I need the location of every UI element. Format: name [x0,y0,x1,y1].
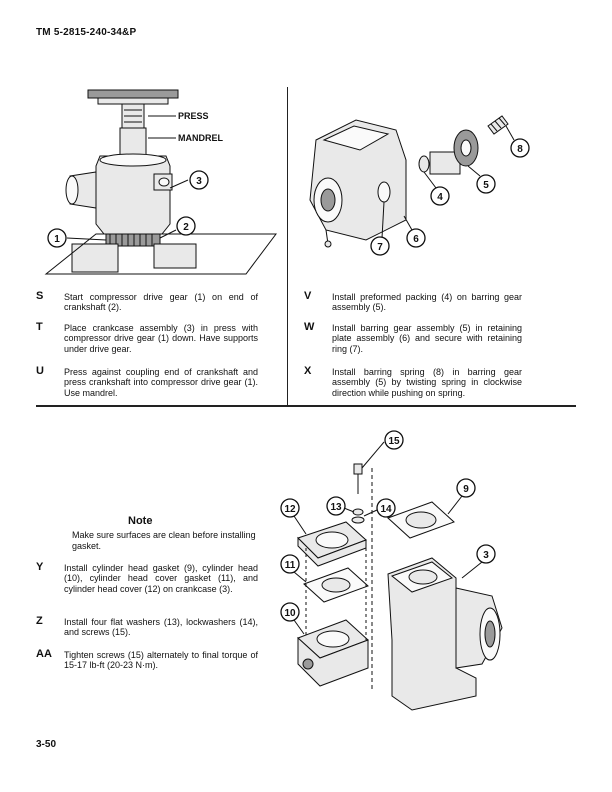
step-y: Y Install cylinder head gasket (9), cyli… [36,561,258,609]
svg-text:10: 10 [284,608,296,619]
support-block-right [153,243,197,269]
callout-5 [476,174,496,194]
step-text: Install barring gear assembly (5) in ret… [332,323,522,354]
svg-text:2: 2 [183,222,189,233]
note-text: Make sure surfaces are clean before inst… [72,530,256,551]
lockwasher [352,508,364,516]
callout-2 [176,216,196,236]
callout-13 [326,496,346,516]
svg-text:1: 1 [54,234,60,245]
step-s: S Start compressor drive gear (1) on end… [36,290,258,314]
step-letter: T [36,321,43,333]
svg-text:9: 9 [463,484,469,495]
svg-text:13: 13 [330,502,342,513]
step-text: Install barring spring (8) in barring ge… [332,367,522,398]
svg-text:3: 3 [483,550,489,561]
callout-1 [47,228,67,248]
step-letter: U [36,365,44,377]
press-plate [87,89,179,99]
step-text: Install cylinder head gasket (9), cylind… [64,563,258,594]
label-mandrel: MANDREL [178,133,223,143]
step-w: W Install barring gear assembly (5) in r… [304,321,522,357]
step-text: Install preformed packing (4) on barring… [332,292,522,313]
callout-4 [430,186,450,206]
step-letter: S [36,290,44,302]
preformed-packing [418,155,430,173]
section-divider [36,405,576,407]
page-number: 3-50 [36,739,57,750]
step-text: Place crankcase assembly (3) in press wi… [64,323,258,354]
svg-text:15: 15 [388,436,400,447]
step-aa: AA Tighten screws (15) alternately to fi… [36,648,258,672]
svg-text:11: 11 [285,560,296,571]
svg-text:3: 3 [196,176,202,187]
callout-14 [376,498,396,518]
svg-text:7: 7 [377,242,383,253]
step-u: U Press against coupling end of cranksha… [36,365,258,401]
callout-7 [370,236,390,256]
step-x: X Install barring spring (8) in barring … [304,365,522,401]
step-letter: Z [36,615,43,627]
svg-text:5: 5 [483,180,489,191]
callout-10 [280,602,300,622]
support-block-left [71,243,119,273]
note-title: Note [128,515,153,527]
svg-text:4: 4 [437,192,443,203]
callout-12 [280,498,300,518]
label-press: PRESS [178,111,209,121]
step-letter: Y [36,561,44,573]
callout-3-crankcase [476,544,496,564]
figure-press-crankcase: PRESS MANDREL 3 2 1 [44,89,277,275]
callout-6 [406,228,426,248]
step-letter: AA [36,648,52,660]
crankcase [387,557,477,711]
step-text: Start compressor drive gear (1) on end o… [64,292,258,313]
callout-3 [189,170,209,190]
step-v: V Install preformed packing (4) on barri… [304,290,522,314]
step-text: Tighten screws (15) alternately to final… [64,650,258,671]
document-number: TM 5-2815-240-34&P [36,27,137,38]
crankcase-body [95,155,171,235]
column-divider-top [287,87,289,405]
svg-text:6: 6 [413,234,419,245]
step-z: Z Install four flat washers (13), lockwa… [36,615,258,639]
step-text: Install four flat washers (13), lockwash… [64,617,258,638]
figure-cylinder-head: 15 13 14 12 11 10 9 3 [280,430,503,711]
svg-text:8: 8 [517,144,523,155]
callout-15 [384,430,404,450]
step-t: T Place crankcase assembly (3) in press … [36,321,258,357]
callout-11 [280,554,300,574]
screw [353,463,363,475]
flat-washer [351,516,365,524]
step-letter: V [304,290,312,302]
step-text: Press against coupling end of crankshaft… [64,367,258,398]
callout-9 [456,478,476,498]
callout-8 [510,138,530,158]
svg-text:12: 12 [284,504,296,515]
figure-barring-gear: 8 5 4 6 7 [309,115,530,256]
step-letter: X [304,365,312,377]
step-letter: W [304,321,315,333]
svg-text:14: 14 [380,504,392,515]
mandrel [119,127,147,157]
